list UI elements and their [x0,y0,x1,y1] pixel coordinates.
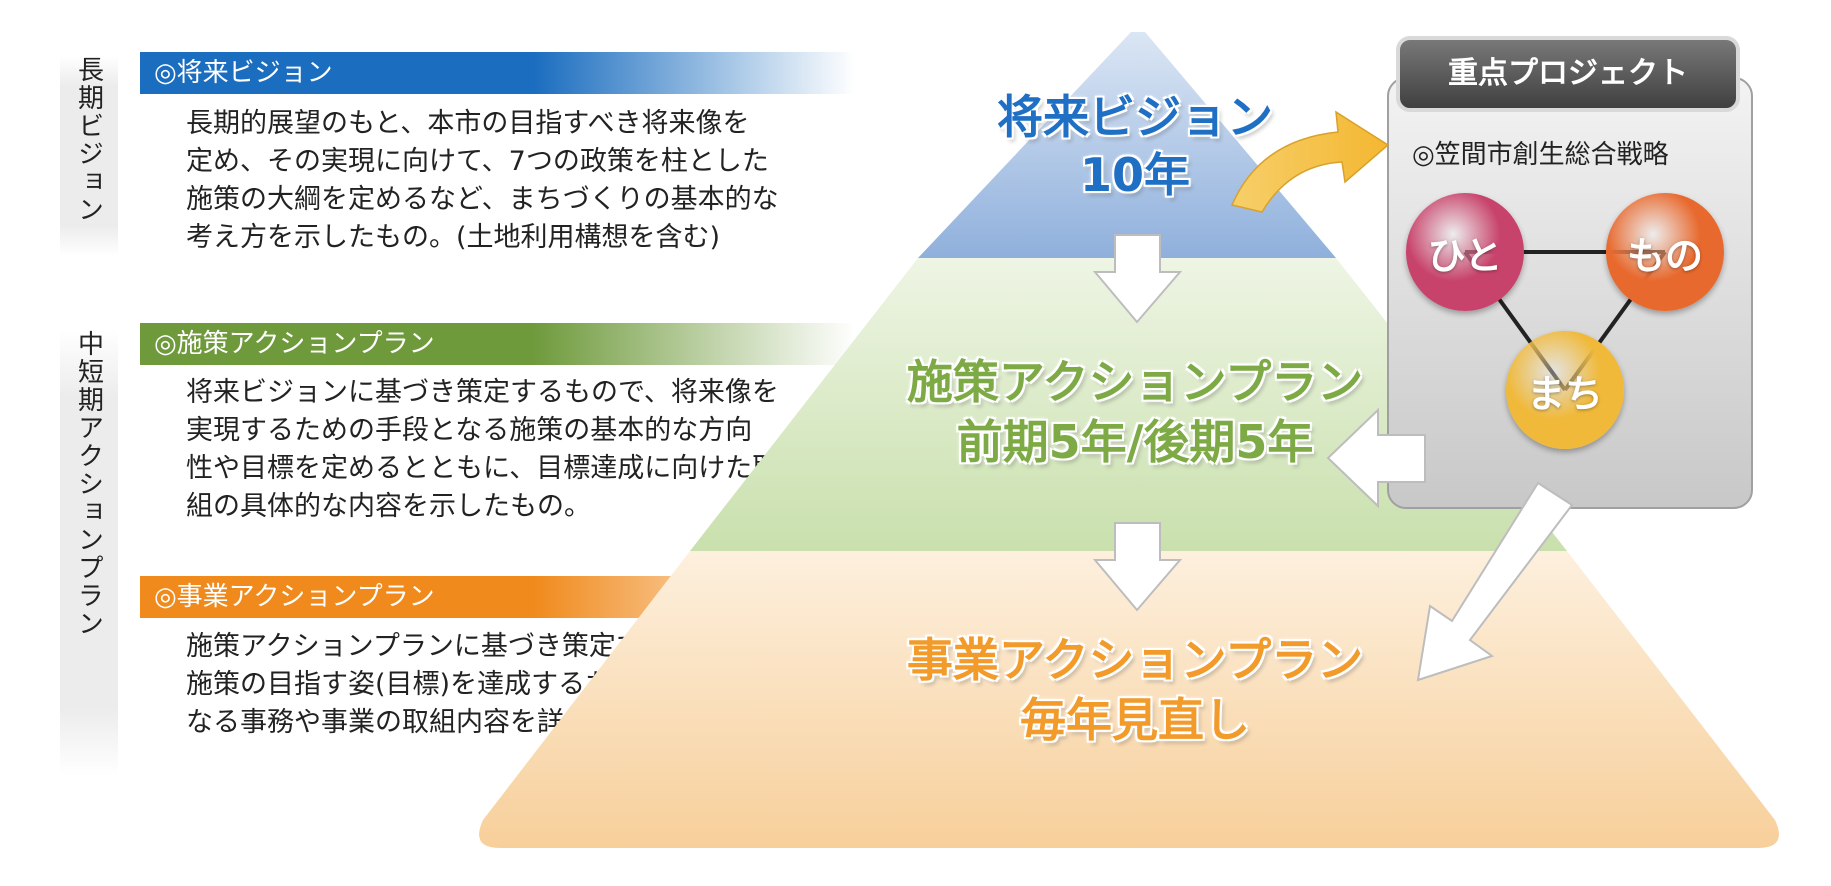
description-line: 考え方を示したもの。(土地利用構想を含む) [186,222,721,253]
description-line: 実現するための手段となる施策の基本的な方向 [186,415,753,446]
section-title-policy-plan: ◎施策アクションプラン [140,323,855,365]
pyramid-middle-line1: 施策アクションプラン [906,355,1364,409]
project-box-subtitle: ◎笠間市創生総合戦略 [1412,140,1669,170]
side-label-long-term-text: 長期ビジョン [73,56,104,224]
pyramid-bottom-line2: 毎年見直し [1020,693,1250,747]
arrow-curved-icon [1230,110,1390,213]
side-label-mid-term-text: 中短期アクションプラン [73,330,104,638]
description-line: 将来ビジョンに基づき策定するもので、将来像を [186,377,779,408]
side-label-mid-term: 中短期アクションプラン [60,330,118,775]
node-mono: もの [1606,193,1724,311]
pyramid-middle-line2: 前期5年/後期5年 [956,415,1314,469]
pyramid-top-line2: 10年 [1079,148,1190,202]
project-box-title: 重点プロジェクト [1448,56,1688,91]
pyramid-bottom-label: 事業アクションプラン 毎年見直し [860,630,1410,750]
description-line: 施策の大綱を定めるなど、まちづくりの基本的な [186,184,779,215]
description-line: 組の具体的な内容を示したもの。 [186,491,591,522]
node-hito: ひと [1406,193,1524,311]
project-box-header [1396,36,1740,112]
description-line: 長期的展望のもと、本市の目指すべき将来像を [186,108,750,139]
pyramid-top-line1: 将来ビジョン [997,90,1273,144]
side-label-long-term: 長期ビジョン [60,56,118,256]
arrow-left-icon [1326,407,1426,509]
pyramid-middle-label: 施策アクションプラン 前期5年/後期5年 [860,352,1410,472]
section-description-policy-plan: 将来ビジョンに基づき策定するもので、将来像を 実現するための手段となる施策の基本… [186,374,866,526]
arrow-down-icon [1092,234,1183,324]
arrow-down-icon [1092,522,1183,612]
node-machi: まち [1506,331,1624,449]
description-line: 性や目標を定めるとともに、目標達成に向けた取 [186,453,780,484]
pyramid-layer-top [918,32,1336,258]
description-line: 定め、その実現に向けて、7つの政策を柱とした [186,146,769,177]
pyramid-top-label: 将来ビジョン 10年 [950,88,1320,204]
section-description-vision: 長期的展望のもと、本市の目指すべき将来像を 定め、その実現に向けて、7つの政策を… [186,105,866,257]
arrow-diagonal-icon [1416,481,1574,682]
section-title-vision: ◎将来ビジョン [140,52,855,94]
pyramid-bottom-line1: 事業アクションプラン [906,633,1364,687]
